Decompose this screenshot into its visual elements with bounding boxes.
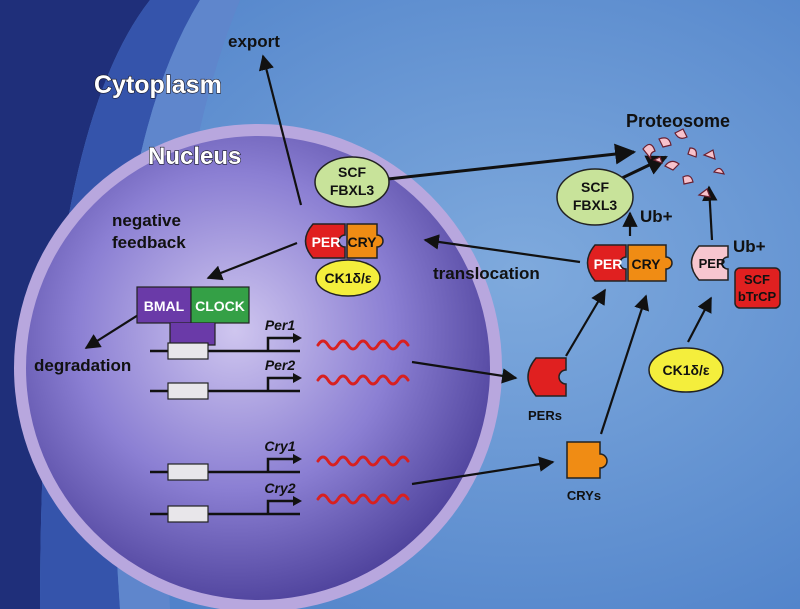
cry2-gene-label: Cry2: [264, 480, 295, 496]
ck1-cytoplasm-label: CK1δ/ε: [662, 362, 709, 378]
per-cry-complex-nucleus: PER CRY: [304, 223, 384, 259]
cry-mrna-to-crys-arrow: [411, 456, 555, 486]
export-arrow: [258, 54, 303, 206]
ck1-cytoplasm: [648, 347, 724, 393]
scf-fbxl3-nucleus: [314, 156, 390, 208]
translocation-arrow: [423, 234, 581, 264]
clock-label: CLOCK: [195, 298, 245, 314]
negative-feedback-label-2: feedback: [112, 233, 186, 252]
crys-to-complex-arrow: [599, 294, 650, 435]
bmal-protein: [136, 286, 192, 324]
cry-label-nucleus: CRY: [347, 234, 377, 250]
pers-label: PERs: [528, 408, 562, 423]
bmal-clock-stem: [169, 323, 216, 346]
translocation-label: translocation: [433, 264, 540, 283]
per-mrna-to-pers-arrow: [411, 360, 518, 384]
proteosome-fragments: [642, 128, 725, 198]
ck1-nucleus: [315, 259, 381, 297]
clock-protein: [190, 286, 250, 324]
cry-label-cytoplasm: CRY: [631, 256, 661, 272]
negative-feedback-label-1: negative: [112, 211, 181, 230]
scf-btrcp-label-1: SCF: [744, 272, 770, 287]
nucleus-label: Nucleus: [148, 143, 241, 170]
pers-protein: [527, 357, 567, 397]
per-cry-complex-cytoplasm: PER CRY: [586, 244, 673, 282]
ck1-to-per-arrow: [687, 296, 712, 343]
cry-protein-nucleus: [346, 223, 384, 259]
per1-mrna: [316, 339, 410, 351]
per-ubiquitinated-label: PER: [699, 256, 726, 271]
per-ubiquitinated-protein: [690, 245, 729, 281]
scf-fbxl3-cytoplasm-label-2: FBXL3: [573, 197, 618, 213]
export-label: export: [228, 32, 280, 51]
promoter-boxes: [167, 342, 209, 523]
crys-label: CRYs: [567, 488, 601, 503]
per2-gene-label: Per2: [265, 357, 296, 373]
bmal-label: BMAL: [144, 298, 185, 314]
scf-fbxl3-cytoplasm: [556, 168, 634, 226]
cry2-mrna: [316, 493, 410, 505]
gene-arrowheads: [293, 333, 302, 506]
cry1-gene-label: Cry1: [264, 438, 295, 454]
negative-feedback-arrow: [206, 241, 298, 281]
scf-fbxl3-cytoplasm-label-1: SCF: [581, 179, 609, 195]
per-protein-nucleus: [304, 223, 346, 259]
degradation-arrow: [84, 311, 144, 349]
proteosome-label: Proteosome: [626, 111, 730, 131]
crys-protein: [566, 441, 608, 479]
cry-protein-cytoplasm: [627, 244, 673, 282]
per1-gene-label: Per1: [265, 317, 296, 333]
ck1-nucleus-label: CK1δ/ε: [324, 270, 371, 286]
ub-plus-label-2: Ub+: [733, 237, 766, 256]
scf-fbxl3-nucleus-label-2: FBXL3: [330, 182, 375, 198]
scf-fbxl3-nucleus-label-1: SCF: [338, 164, 366, 180]
degradation-label: degradation: [34, 356, 131, 375]
cytoplasm-label: Cytoplasm: [94, 71, 222, 99]
pers-to-complex-arrow: [565, 288, 606, 357]
cry1-mrna: [316, 455, 410, 467]
scf-fbxl3-to-proteosome-arrow: [387, 143, 637, 181]
per-label-cytoplasm: PER: [594, 256, 623, 272]
per2-mrna: [316, 374, 410, 386]
per-protein-cytoplasm: [586, 244, 627, 282]
scf-btrcp: [734, 267, 781, 309]
mrna-waves: [316, 339, 410, 505]
per-label-nucleus: PER: [312, 234, 341, 250]
scf-btrcp-label-2: bTrCP: [738, 289, 777, 304]
ub-plus-label-1: Ub+: [640, 207, 673, 226]
